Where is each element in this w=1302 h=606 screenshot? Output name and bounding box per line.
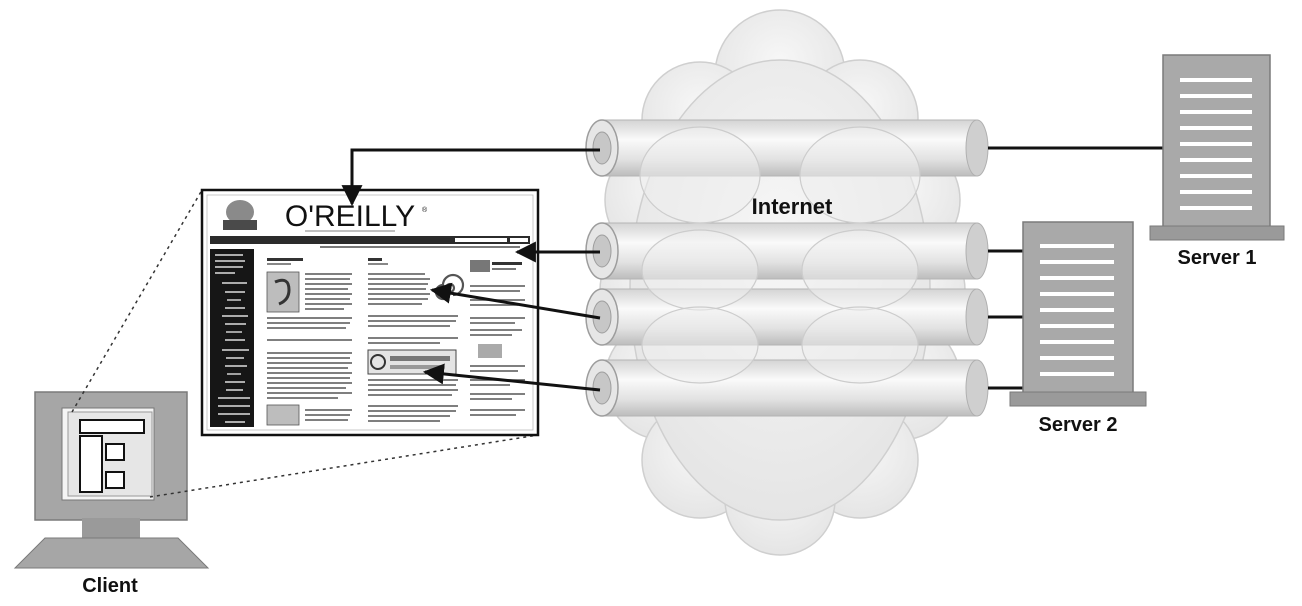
oreilly-logo: O'REILLY (285, 200, 415, 233)
internet-label: Internet (752, 194, 833, 219)
server-1: Server 1 (988, 54, 1285, 269)
client-label: Client (82, 575, 138, 597)
data-flow-arrows (341, 148, 601, 392)
arrow-to-logo (341, 148, 600, 207)
arrow-to-spiral-image (429, 282, 601, 320)
arrow-to-banner-image (422, 363, 601, 392)
web-page-thumbnail: O'REILLY ® (200, 188, 540, 437)
server-1-label: Server 1 (1178, 247, 1257, 269)
trademark: ® (422, 206, 428, 214)
pipe-4 (585, 359, 989, 417)
cloud-overlay (639, 126, 921, 384)
server-2: Server 2 (988, 221, 1147, 436)
zoom-lines (71, 189, 539, 498)
client-computer: Client (13, 391, 210, 597)
server-2-label: Server 2 (1039, 414, 1118, 436)
